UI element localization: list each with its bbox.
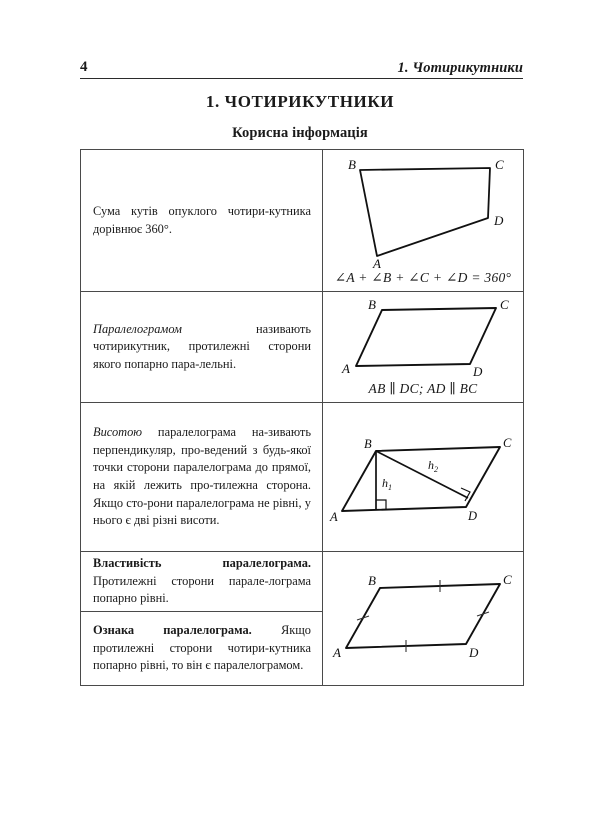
figure-caption-parallelogram-definition: AB ∥ DC; AD ∥ BC [368,380,478,396]
section-title: Корисна інформація [232,125,368,141]
cell-figure-parallelogram-tickmarks: B C A D [322,551,524,686]
running-head: 4 1. Чотирикутники [80,60,523,79]
table-row: Властивість паралелограма. Протилежні ст… [80,551,524,686]
table-row: Висотою паралелограма на-зивають перпенд… [80,402,524,552]
rule-text-parallelogram-property: Протилежні сторони парале-лограма попарн… [93,573,311,606]
svg-text:A: A [329,510,338,524]
svg-text:D: D [468,645,479,660]
rule-text-parallelogram-height: паралелограма на-зивають перпендикуляр, … [93,425,311,528]
svg-text:h1: h1 [382,476,392,492]
figure-convex-quadrilateral: B C D A [348,157,504,269]
cell-text-parallelogram-property: Властивість паралелограма. Протилежні ст… [80,551,323,612]
table-row: Ознака паралелограма. Якщо протилежні ст… [80,611,524,686]
svg-text:B: B [368,298,376,312]
term-parallelogram-criterion: Ознака паралелограма. [93,623,252,638]
svg-text:C: C [503,572,512,587]
cell-text-parallelogram-definition: Паралелограмом називають чотирикутник, п… [80,291,323,403]
term-parallelogram: Паралелограмом [93,321,182,336]
svg-text:B: B [364,437,372,451]
page-number: 4 [80,59,88,75]
info-table: Сума кутів опуклого чотири-кутника дорів… [80,149,524,686]
svg-text:A: A [341,361,350,376]
term-parallelogram-property: Властивість паралелограма. [93,556,311,571]
figure-parallelogram-with-heights: B C A D h1 h2 [329,436,512,524]
svg-text:C: C [495,157,504,172]
figure-parallelogram: B C A D [341,298,509,379]
cell-text-sum-of-angles: Сума кутів опуклого чотири-кутника дорів… [80,149,323,292]
figure-parallelogram-with-tickmarks: B C A D [332,572,512,660]
table-row: Сума кутів опуклого чотири-кутника дорів… [80,149,524,292]
cell-figure-parallelogram-definition: B C A D AB ∥ DC; AD ∥ BC [322,291,524,403]
svg-text:h2: h2 [428,458,438,474]
cell-figure-sum-of-angles: B C D A ∠A + ∠B + ∠C + ∠D = 360° [322,149,524,292]
cell-text-parallelogram-criterion: Ознака паралелограма. Якщо протилежні ст… [80,611,323,686]
cell-figure-parallelogram-height: B C A D h1 h2 [322,402,524,552]
cell-text-parallelogram-height: Висотою паралелограма на-зивають перпенд… [80,402,323,552]
svg-text:A: A [372,256,381,269]
chapter-title: 1. ЧОТИРИКУТНИКИ [205,92,395,111]
rule-text-sum-of-angles: Сума кутів опуклого чотири-кутника дорів… [93,203,311,236]
table-row: Паралелограмом називають чотирикутник, п… [80,291,524,403]
svg-text:B: B [348,157,356,172]
rule-text-parallelogram-criterion: Якщо протилежні сторони чотири-кутника п… [93,623,311,673]
svg-text:B: B [368,573,376,588]
svg-text:D: D [472,364,483,379]
term-height: Висотою [93,425,143,440]
running-head-title: 1. Чотирикутники [397,59,523,76]
svg-text:D: D [467,509,477,523]
rule-text-parallelogram-definition: називають чотирикутник, протилежні сторо… [93,321,311,371]
svg-text:D: D [493,213,504,228]
figure-caption-sum-of-angles: ∠A + ∠B + ∠C + ∠D = 360° [334,269,512,285]
svg-text:C: C [500,298,509,312]
svg-text:C: C [503,436,512,450]
svg-text:A: A [332,645,341,660]
